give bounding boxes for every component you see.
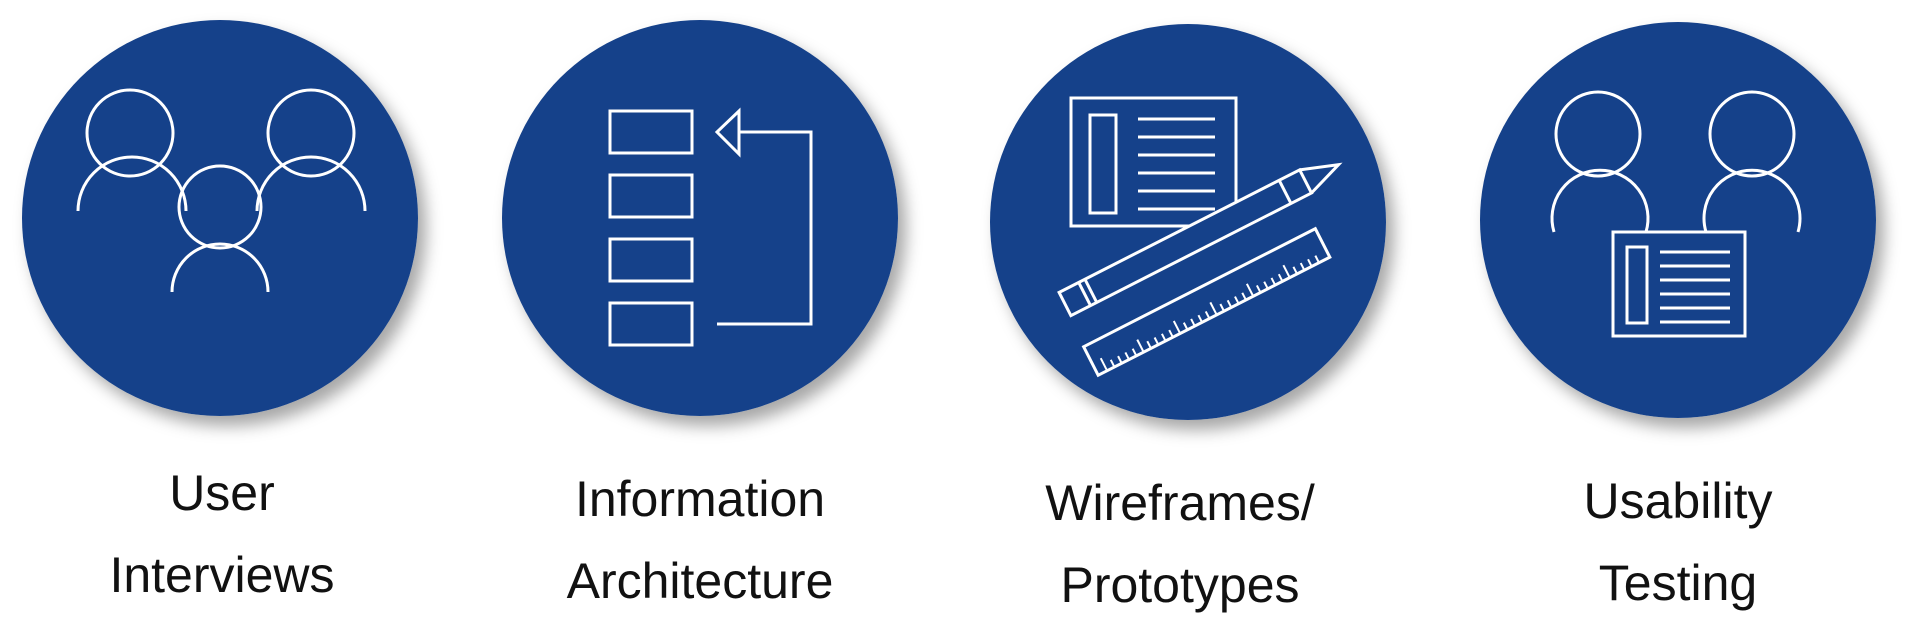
- step-circle: [22, 20, 418, 416]
- ruler-tick: [1226, 299, 1233, 308]
- user-group-icon: [22, 20, 418, 416]
- step-label: Wireframes/ Prototypes: [970, 462, 1390, 626]
- ruler-tick: [1136, 339, 1145, 353]
- ruler-tick: [1153, 337, 1160, 346]
- ruler-tick: [1172, 320, 1182, 334]
- ruler-tick: [1182, 322, 1189, 331]
- ruler-tick: [1241, 292, 1247, 301]
- ruler-tick: [1168, 329, 1174, 338]
- ruler-tick: [1117, 355, 1123, 364]
- step-label: User Interviews: [12, 452, 432, 616]
- step-label-line1: Usability: [1583, 473, 1773, 529]
- sitemap-icon: [502, 20, 898, 416]
- step-wireframes-prototypes: Wireframes/ Prototypes: [970, 0, 1390, 621]
- step-information-architecture: Information Architecture: [490, 0, 910, 621]
- ruler-tick: [1270, 277, 1277, 286]
- wireframe-pencil-ruler-icon: [990, 24, 1386, 420]
- step-label-line1: Information: [574, 471, 826, 527]
- ruler-tick: [1292, 266, 1298, 275]
- step-label-line2: Prototypes: [1060, 557, 1300, 613]
- ruler-tick: [1131, 348, 1138, 357]
- ruler-tick: [1307, 258, 1313, 267]
- ruler-tick: [1219, 303, 1225, 312]
- usability-test-icon: [1480, 22, 1876, 418]
- step-label-line1: Wireframes/: [1045, 475, 1315, 531]
- ruler-tick: [1190, 318, 1196, 327]
- ruler-tick: [1299, 262, 1306, 271]
- step-label: Information Architecture: [490, 458, 910, 622]
- ruler-tick: [1314, 255, 1320, 264]
- ruler-tick: [1146, 340, 1152, 349]
- ruler-tick: [1161, 333, 1167, 342]
- step-label-line2: Architecture: [566, 553, 834, 609]
- step-label-line2: Interviews: [109, 547, 335, 603]
- ruler-tick: [1234, 296, 1240, 305]
- ruler-tick: [1204, 310, 1211, 320]
- ruler-tick: [1282, 264, 1291, 279]
- step-circle: [502, 20, 898, 416]
- step-label: Usability Testing: [1468, 460, 1888, 624]
- ruler-tick: [1197, 314, 1203, 323]
- ruler-tick: [1124, 351, 1130, 360]
- step-circle: [990, 24, 1386, 420]
- ruler-tick: [1263, 281, 1269, 290]
- ruler-tick: [1255, 284, 1262, 293]
- ruler-tick: [1209, 301, 1218, 316]
- ruler-tick: [1277, 273, 1284, 282]
- step-circle: [1480, 22, 1876, 418]
- ruler-tick: [1109, 359, 1116, 368]
- step-label-line2: Testing: [1598, 555, 1758, 611]
- ruler-tick: [1245, 283, 1255, 297]
- step-user-interviews: User Interviews: [12, 0, 432, 621]
- step-label-line1: User: [169, 465, 275, 521]
- ruler-tick: [1099, 357, 1108, 372]
- step-usability-testing: Usability Testing: [1468, 0, 1888, 621]
